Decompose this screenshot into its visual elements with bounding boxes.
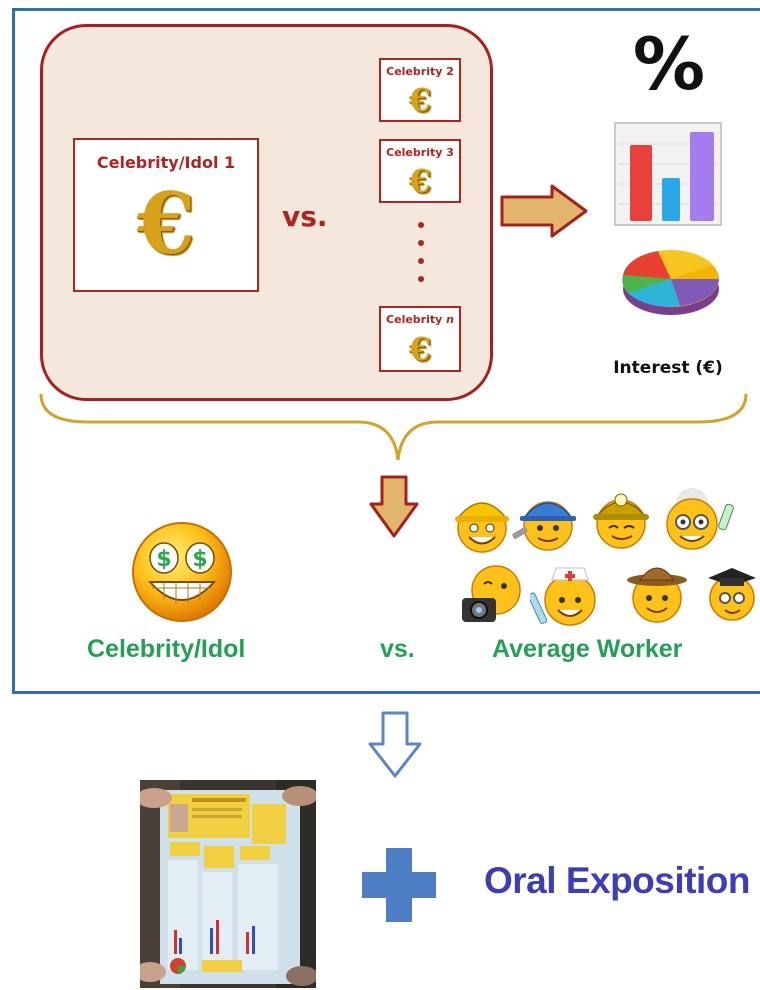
curly-brace bbox=[39, 393, 748, 461]
construction-worker-emoji-icon bbox=[455, 502, 509, 553]
bar-icon-bar bbox=[662, 178, 680, 221]
hollow-down-arrow-icon bbox=[368, 711, 422, 778]
bar-icon-bar bbox=[690, 132, 714, 221]
celebrity-3-label: Celebrity 3 bbox=[386, 146, 454, 159]
euro-icon: € bbox=[136, 174, 196, 273]
celebrity-3-card: Celebrity 3 € bbox=[379, 139, 461, 203]
outer-frame bbox=[12, 8, 760, 694]
main-card-label: Celebrity/Idol 1 bbox=[96, 153, 236, 172]
money-eyes-emoji-icon: $ $ bbox=[132, 522, 232, 622]
mechanic-emoji-icon bbox=[512, 501, 576, 551]
celebrity-n-prefix: Celebrity bbox=[386, 313, 447, 326]
ellipsis-dot bbox=[418, 276, 424, 282]
celebrity-n-label: Celebrity n bbox=[381, 313, 459, 326]
celebrity-n-variable: n bbox=[446, 313, 454, 326]
interest-caption: Interest (€) bbox=[613, 358, 723, 378]
scientist-emoji-icon bbox=[666, 488, 734, 550]
euro-icon: € bbox=[408, 330, 432, 368]
nurse-emoji-icon bbox=[530, 567, 596, 626]
pie-chart-icon bbox=[622, 250, 719, 315]
celebrity-2-card: Celebrity 2 € bbox=[379, 58, 461, 122]
plus-icon bbox=[362, 848, 436, 922]
right-arrow-icon bbox=[500, 184, 588, 238]
main-celebrity-card: Celebrity/Idol 1 € bbox=[73, 138, 259, 292]
bar-icon-bar bbox=[630, 145, 652, 221]
celebrity-idol-label: Celebrity/Idol bbox=[87, 635, 246, 663]
farmer-emoji-icon bbox=[627, 567, 687, 623]
vs-label: vs. bbox=[282, 200, 328, 233]
poster-photo bbox=[140, 780, 316, 988]
euro-icon: € bbox=[408, 81, 432, 119]
celebrity-2-label: Celebrity 2 bbox=[386, 65, 454, 78]
ellipsis-dot bbox=[418, 240, 424, 246]
ellipsis-dot bbox=[418, 258, 424, 264]
average-worker-label: Average Worker bbox=[492, 635, 683, 663]
celebrity-n-card: Celebrity n € bbox=[379, 306, 461, 372]
ellipsis-dot bbox=[418, 222, 424, 228]
graduate-emoji-icon bbox=[708, 568, 756, 621]
percent-symbol: % bbox=[632, 22, 706, 106]
bar-chart-icon bbox=[614, 122, 722, 226]
photographer-emoji-icon bbox=[462, 565, 521, 622]
svg-text:$: $ bbox=[156, 547, 171, 572]
svg-text:$: $ bbox=[192, 547, 207, 572]
miner-emoji-icon bbox=[593, 493, 649, 549]
down-arrow-icon bbox=[369, 475, 419, 538]
bottom-vs-label: vs. bbox=[380, 635, 415, 663]
euro-icon: € bbox=[408, 162, 432, 200]
oral-exposition-label: Oral Exposition bbox=[484, 860, 750, 901]
